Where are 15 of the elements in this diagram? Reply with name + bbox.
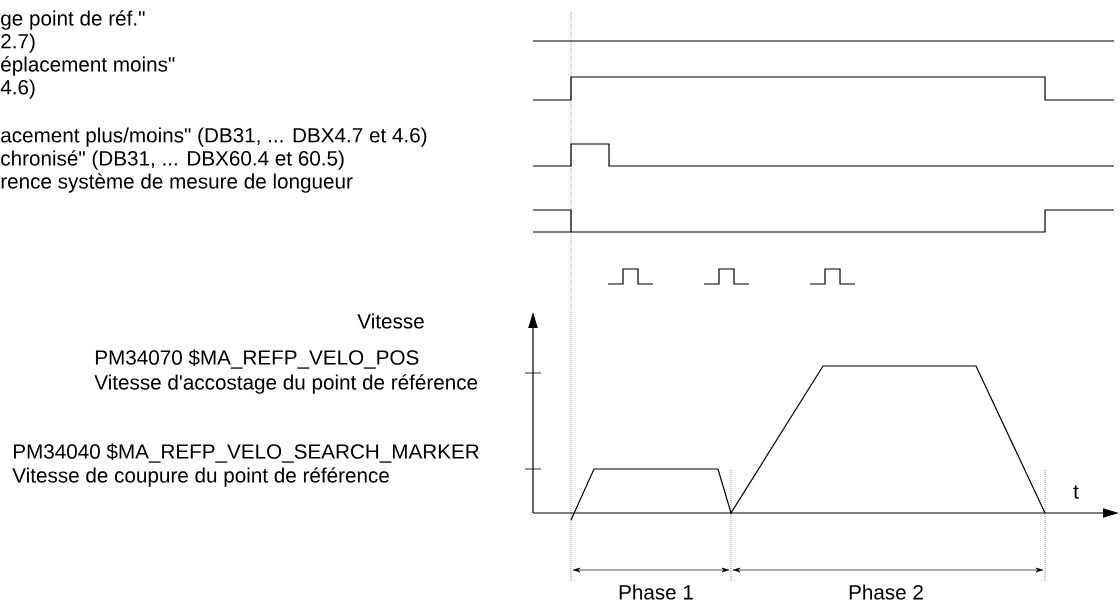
- axis-label: t: [1073, 485, 1079, 499]
- phase-label: Phase 1: [619, 584, 693, 600]
- signal-label: ge point de réf.": [1, 10, 145, 30]
- parameter-label: Vitesse d'accostage du point de référence: [94, 374, 478, 394]
- signal-label: acement plus/moins" (DB31, ... DBX4.7 et 4.6): [1, 127, 427, 147]
- signal-label: 2.7): [1, 33, 35, 53]
- signal-label: rence système de mesure de longueur: [1, 173, 353, 193]
- phase-label: Phase 2: [849, 584, 923, 600]
- parameter-label: PM34040 $MA_REFP_VELO_SEARCH_MARKER: [13, 443, 479, 463]
- signal-label: chronisé" (DB31, ... DBX60.4 et 60.5): [1, 150, 344, 170]
- parameter-label: PM34070 $MA_REFP_VELO_POS: [95, 349, 419, 369]
- signal-label: 4.6): [0, 79, 35, 99]
- parameter-label: Vitesse de coupure du point de référence: [12, 467, 389, 487]
- axis-label: Vitesse: [357, 313, 424, 329]
- signal-label: éplacement moins": [1, 56, 175, 76]
